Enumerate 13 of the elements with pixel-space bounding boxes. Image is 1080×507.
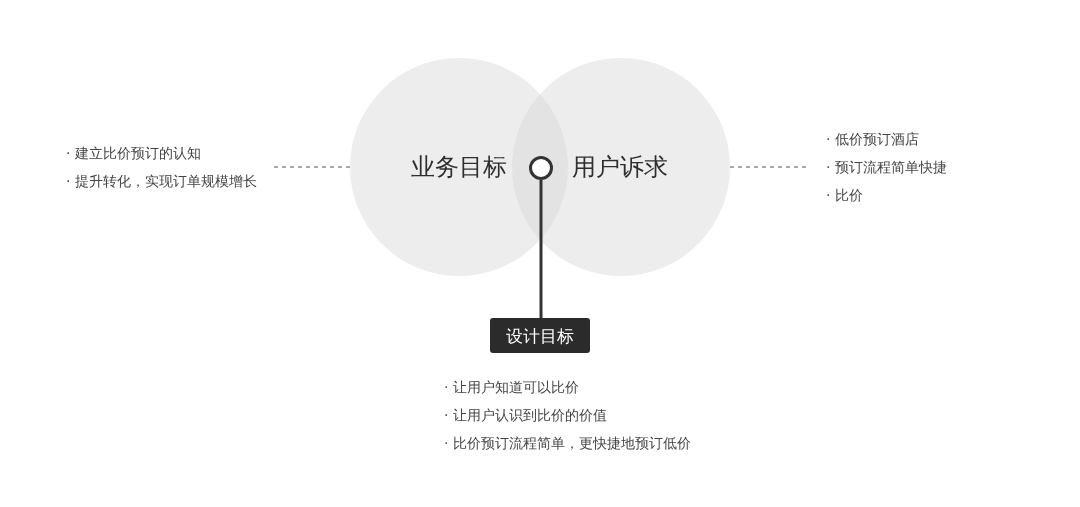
bullet-item: · 低价预订酒店 (826, 130, 919, 149)
bullet-item: · 比价 (826, 186, 863, 205)
bullet-item: · 提升转化，实现订单规模增长 (66, 172, 257, 191)
bullet-item: · 让用户认识到比价的价值 (444, 406, 607, 425)
bullet-item: · 让用户知道可以比价 (444, 378, 579, 397)
bullet-item: · 建立比价预订的认知 (66, 144, 201, 163)
bullet-item: · 比价预订流程简单，更快捷地预订低价 (444, 434, 691, 453)
label-tag (490, 318, 590, 353)
bullet-item: · 预订流程简单快捷 (826, 158, 947, 177)
connector-line (539, 180, 543, 318)
circle-title: 用户诉求 (572, 152, 668, 182)
tag-title: 设计目标 (506, 324, 574, 347)
circle-title: 业务目标 (411, 152, 507, 182)
